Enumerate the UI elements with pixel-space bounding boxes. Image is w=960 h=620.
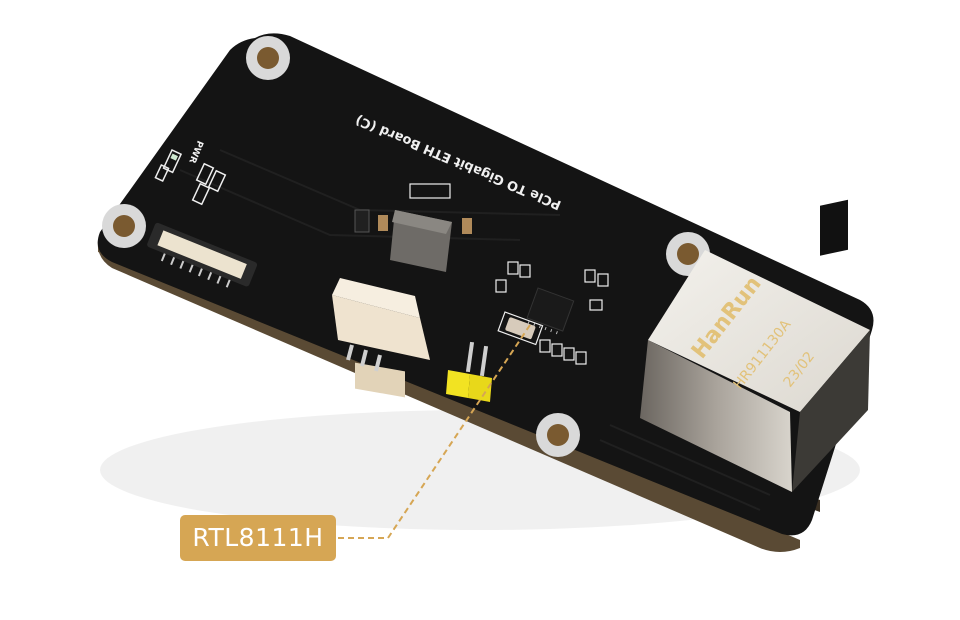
callout-leader-line: [338, 324, 531, 539]
mounting-holes: [102, 36, 710, 457]
mounting-hole-bottom: [536, 413, 580, 457]
rtl8111h-chip: [526, 287, 575, 335]
smd-resistors-left: [154, 162, 227, 206]
rtl8111h-callout-label: RTL8111H: [180, 515, 336, 561]
jst-connector: [332, 278, 430, 398]
rj45-jack: HanRun HR911130A 23/02: [640, 199, 870, 492]
crystal-oscillator: [497, 311, 544, 346]
mounting-hole-top-left: [246, 36, 290, 80]
jumper-header: [446, 341, 492, 402]
fpc-connector: [147, 222, 258, 288]
mounting-hole-left: [102, 204, 146, 248]
smd-caps-inductor: [354, 209, 472, 234]
power-inductor: [390, 183, 452, 272]
smd-components-chip: [495, 261, 609, 365]
